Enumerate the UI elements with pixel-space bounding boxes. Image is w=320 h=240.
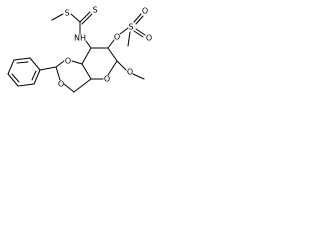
bond-dioxane-1 <box>71 60 83 65</box>
bond-methyl-s <box>51 13 64 21</box>
bond-phenyl-inner-1 <box>16 61 29 64</box>
bond-phenyl-inner-3 <box>31 70 37 81</box>
bond-thiocarbonyl-double-a <box>79 11 91 23</box>
atom-o-sulfonate: O <box>114 33 120 42</box>
chemical-structure: S S NH O S O O O O O O <box>7 6 152 93</box>
bond-s-thiocarbonyl <box>70 13 81 23</box>
atom-nh: NH <box>74 34 86 43</box>
bond-s-methyl <box>127 31 131 47</box>
bond-s-o-top-a <box>133 13 142 23</box>
bond-thiocarbonyl-double-b <box>81 13 93 25</box>
bond-phenyl-5 <box>17 83 35 87</box>
atom-o-sulfonyl-right: O <box>146 34 152 43</box>
bond-o-methyl <box>132 73 145 80</box>
atom-o-acetal-bottom: O <box>58 80 64 89</box>
bond-phenyl-3 <box>7 59 15 75</box>
bond-dioxane-3 <box>55 66 61 81</box>
bond-phenyl-1 <box>29 57 41 71</box>
bond-ring-6 <box>81 47 92 65</box>
bond-s-o-top-b <box>135 15 144 25</box>
atom-s-thione: S <box>92 6 97 15</box>
bond-c-o-methoxy <box>116 60 127 71</box>
bond-phenyl-6 <box>33 69 41 85</box>
atom-o-ring: O <box>104 75 110 84</box>
atom-labels: S S NH O S O O O O O O <box>58 6 152 89</box>
bond-dioxane-2 <box>55 60 65 68</box>
atom-o-sulfonyl-top: O <box>142 7 148 16</box>
bond-c-o-sulfonate <box>107 39 115 49</box>
bond-phenyl-2 <box>13 57 31 61</box>
bond-o-s-sulfonyl <box>119 27 129 35</box>
atom-o-acetal-top: O <box>65 57 71 66</box>
bond-ring-2 <box>107 47 118 62</box>
bond-phenyl-inner-2 <box>11 73 20 83</box>
bond-ring-3 <box>107 60 118 76</box>
bond-dioxane-5 <box>73 78 92 93</box>
bond-ring-5 <box>81 63 92 80</box>
bond-n-ring <box>85 40 92 49</box>
bond-dioxane-4 <box>63 83 75 93</box>
atom-s-methylthio: S <box>64 9 69 18</box>
bond-s-o-right-b <box>133 30 144 38</box>
atom-s-sulfonyl: S <box>128 23 133 32</box>
bonds <box>7 11 146 93</box>
bond-phenyl-link <box>39 66 57 71</box>
atom-o-methoxy: O <box>127 68 133 77</box>
bond-s-o-right-a <box>135 28 146 36</box>
bond-phenyl-4 <box>7 73 19 87</box>
